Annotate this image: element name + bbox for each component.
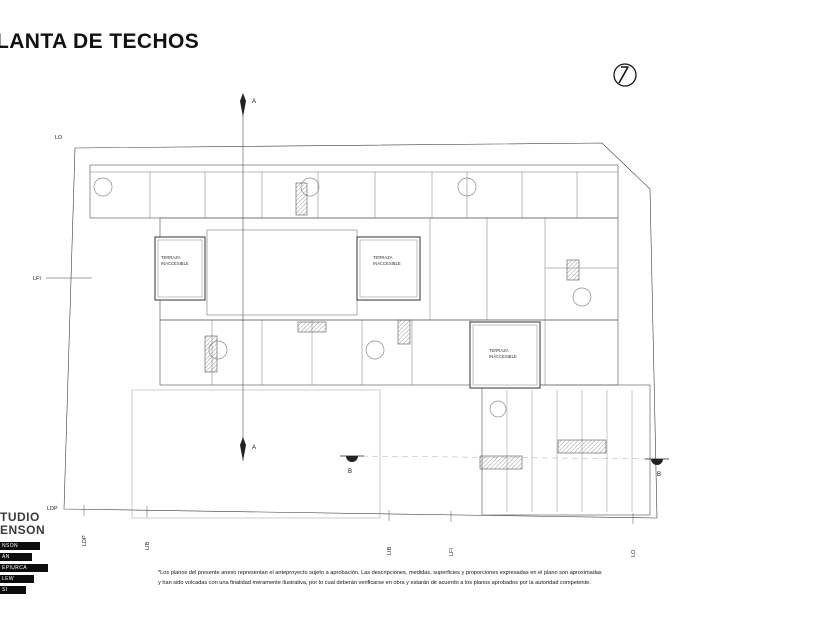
label-lib-bottom-2: LIB — [387, 546, 393, 555]
label-lfi-left: LFI — [33, 276, 41, 282]
section-label-a-top: A — [252, 99, 256, 105]
label-ldp-bottom: LDP — [82, 535, 88, 546]
logo-bar: NSON — [0, 542, 40, 551]
terraza-3: TERRAZA INACCESIBLE — [469, 321, 541, 389]
page-title: LANTA DE TECHOS — [0, 30, 200, 53]
label-lfi-bottom: LFI — [449, 548, 455, 556]
studio-logo: TUDIO ENSON NSON AN EPIURCA LEW SI — [0, 510, 70, 597]
section-marker-a-bottom — [240, 437, 246, 461]
section-label-b-right: B — [657, 472, 661, 478]
property-boundary — [46, 142, 658, 524]
hatched-elements — [204, 182, 607, 470]
terraza-label: INACCESIBLE — [373, 261, 401, 266]
disclaimer-line-2: y han sido volcadas con una finalidad me… — [158, 579, 591, 586]
terraza-1: TERRAZA INACCESIBLE — [154, 236, 206, 301]
section-label-b-left: B — [348, 469, 352, 475]
boundary-labels: LO LFI LDP LDP LIB LIB LFI LO — [33, 135, 637, 557]
logo-line-1: TUDIO — [0, 510, 40, 524]
terraza-2: TERRAZA INACCESIBLE — [356, 236, 421, 301]
section-marker-b-right — [651, 459, 663, 465]
terraza-label: INACCESIBLE — [489, 354, 517, 359]
label-lo-bottom: LO — [631, 549, 637, 557]
section-line-b: B B — [340, 455, 669, 478]
terraza-label: TERRAZA — [161, 255, 181, 260]
section-marker-b-left — [346, 456, 358, 462]
building-outline — [89, 164, 651, 519]
logo-name-bars: NSON AN EPIURCA LEW SI — [0, 542, 70, 595]
label-lib-bottom-1: LIB — [145, 541, 151, 550]
logo-bar: AN — [0, 553, 32, 562]
north-arrow-icon — [613, 63, 637, 87]
section-line-a: A A — [240, 93, 256, 461]
section-label-a-bottom: A — [252, 445, 256, 451]
logo-line-2: ENSON — [0, 523, 46, 538]
terraza-label: TERRAZA — [489, 348, 509, 353]
terraza-label: TERRAZA — [373, 255, 393, 260]
logo-bar: EPIURCA — [0, 564, 48, 573]
logo-bar: SI — [0, 586, 26, 595]
terraza-label: INACCESIBLE — [161, 261, 189, 266]
logo-bar: LEW — [0, 575, 34, 584]
label-ldp-left: LDP — [47, 506, 58, 512]
disclaimer-line-1: *Los planos del presente anexo represent… — [158, 570, 602, 576]
disclaimer-text: *Los planos del presente anexo represent… — [158, 569, 666, 589]
section-marker-a-top — [240, 93, 246, 117]
label-lo-top: LO — [55, 135, 63, 141]
